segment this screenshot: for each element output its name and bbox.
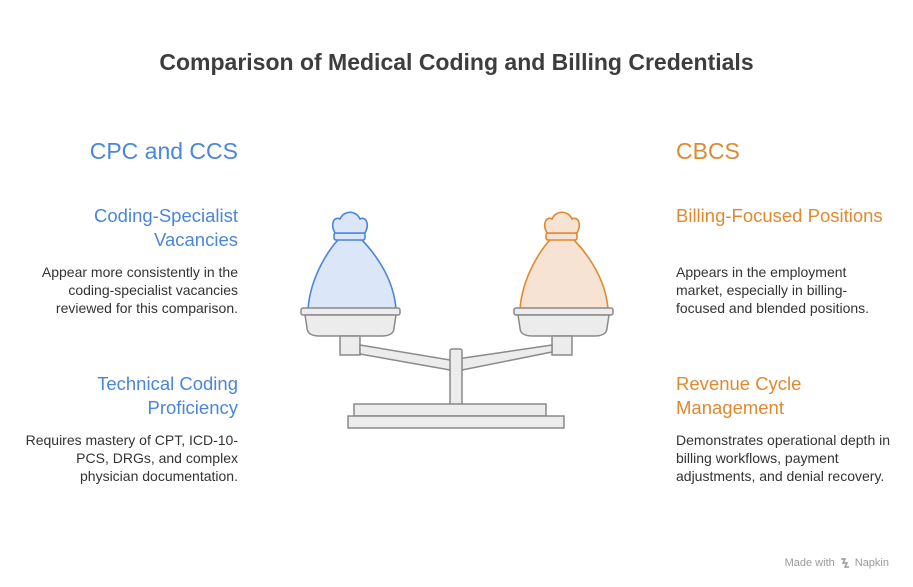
right-item-2-description: Demonstrates operational depth in billin… [676,432,891,484]
left-item-2-title: Technical Coding Proficiency [97,373,238,418]
balance-scale-icon [300,211,614,429]
left-heading: CPC and CCS [89,138,238,164]
footer-attribution: Made with Napkin [785,557,889,569]
page-title: Comparison of Medical Coding and Billing… [159,49,754,75]
right-money-bag-icon [519,211,609,311]
right-heading: CBCS [676,138,740,164]
right-item-2-title: Revenue Cycle Management [676,373,802,418]
napkin-logo-icon [840,558,849,568]
left-item-1-description: Appear more consistently in the coding-s… [41,264,238,316]
left-item-1-title: Coding-Specialist Vacancies [94,205,238,250]
right-item-1-description: Appears in the employment market, especi… [676,264,870,316]
footer-brand: Napkin [854,557,889,569]
right-item-1-title: Billing-Focused Positions [676,205,883,226]
left-money-bag-icon [307,211,397,311]
left-item-2-description: Requires mastery of CPT, ICD-10-PCS, DRG… [25,432,238,484]
footer-made-with: Made with [784,557,835,569]
